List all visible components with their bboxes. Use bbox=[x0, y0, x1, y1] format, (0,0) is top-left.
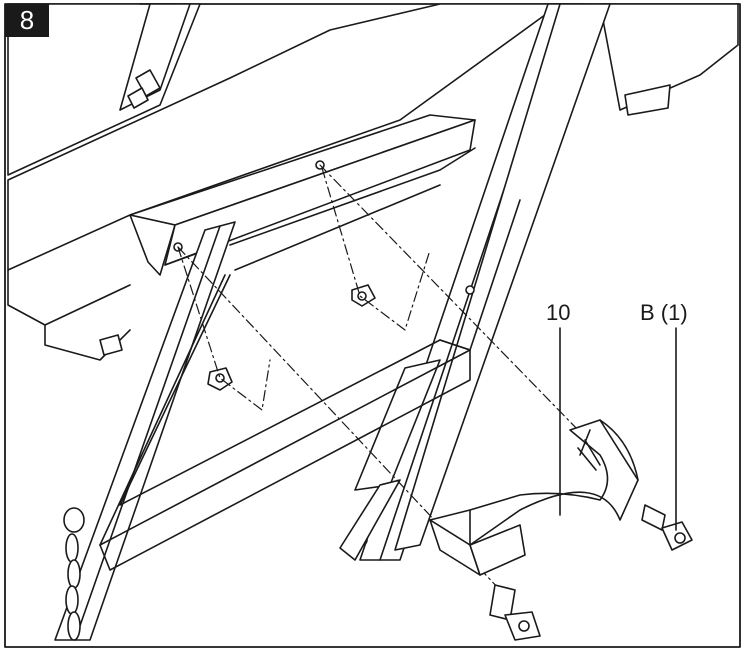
step-number-badge: 8 bbox=[5, 4, 49, 37]
nut-lower bbox=[207, 367, 233, 391]
handle-part-10 bbox=[429, 419, 639, 576]
screw-lower bbox=[489, 584, 541, 641]
diagram-border bbox=[4, 3, 741, 648]
dash-guides bbox=[177, 164, 581, 591]
screw-right bbox=[641, 504, 693, 551]
inner-frame bbox=[99, 147, 521, 571]
stand-crossbar bbox=[129, 114, 476, 276]
upper-bolt bbox=[127, 69, 161, 109]
stand-leg-left bbox=[54, 221, 236, 641]
table-side bbox=[599, 3, 739, 116]
callout-screw-b: B (1) bbox=[640, 300, 688, 325]
callout-part-10: 10 bbox=[546, 300, 571, 325]
nut-upper bbox=[351, 284, 376, 307]
chain bbox=[63, 507, 85, 641]
